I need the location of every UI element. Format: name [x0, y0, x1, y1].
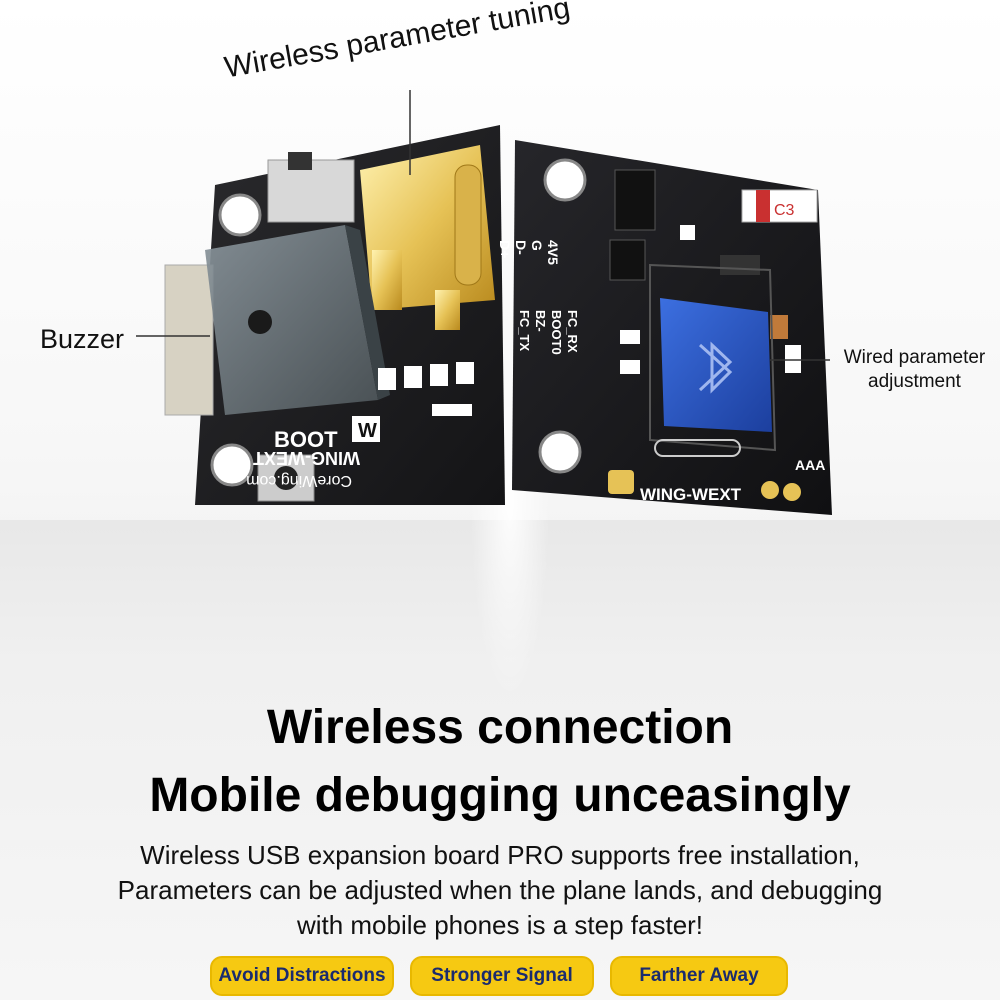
- usb-c-connector: [360, 145, 495, 330]
- feature-badges: Avoid Distractions Stronger Signal Farth…: [0, 956, 1000, 1000]
- description: Wireless USB expansion board PRO support…: [40, 838, 960, 943]
- bluetooth-chip: [660, 298, 772, 432]
- led-row: [378, 362, 474, 416]
- brand-left: WING-WEXT: [253, 448, 360, 468]
- aaa-label: AAA: [795, 457, 825, 473]
- callout-wired-adjustment: Wired parameter adjustment: [832, 346, 997, 394]
- badge-stronger-signal: Stronger Signal: [410, 956, 594, 996]
- svg-text:G: G: [529, 240, 545, 251]
- callout-wired-line2: adjustment: [868, 371, 961, 392]
- pin-fc-tx: FC_TX: [517, 310, 532, 352]
- svg-text:D-: D-: [513, 240, 529, 255]
- svg-text:4V5: 4V5: [545, 240, 561, 265]
- pin-bz: BZ-: [533, 310, 548, 332]
- description-line1: Wireless USB expansion board PRO support…: [140, 840, 860, 870]
- w-label: W: [358, 420, 377, 442]
- brand-right: WING-WEXT: [640, 485, 742, 504]
- buzzer-component: [205, 225, 390, 415]
- boot-label: BOOT: [274, 427, 338, 452]
- description-line3: with mobile phones is a step faster!: [296, 910, 704, 940]
- pin-fc-rx: FC_RX: [565, 310, 580, 353]
- left-board: BOOT W WING-WEXT CoreWing.com: [164, 125, 505, 505]
- pin-labels: 4V5 G D- D+: [497, 240, 561, 265]
- right-board: C3 4V5 G D- D+ FC_TX BZ- BOOT0 FC_RX: [497, 140, 832, 515]
- product-illustration: BOOT W WING-WEXT CoreWing.com C3 4V5 G D…: [136, 90, 832, 515]
- svg-text:D+: D+: [497, 240, 513, 258]
- site-label: CoreWing.com: [246, 472, 352, 489]
- pin-boot0: BOOT0: [549, 310, 564, 355]
- headline-line2: Mobile debugging unceasingly: [149, 769, 851, 822]
- description-line2: Parameters can be adjusted when the plan…: [117, 875, 883, 905]
- badge-avoid-distractions: Avoid Distractions: [210, 956, 394, 996]
- c3-label: C3: [774, 202, 795, 219]
- badge-farther-away: Farther Away: [610, 956, 788, 996]
- headline-line1: Wireless connection: [266, 701, 734, 754]
- callout-buzzer: Buzzer: [40, 324, 125, 354]
- callout-wired-line1: Wired parameter: [843, 347, 986, 368]
